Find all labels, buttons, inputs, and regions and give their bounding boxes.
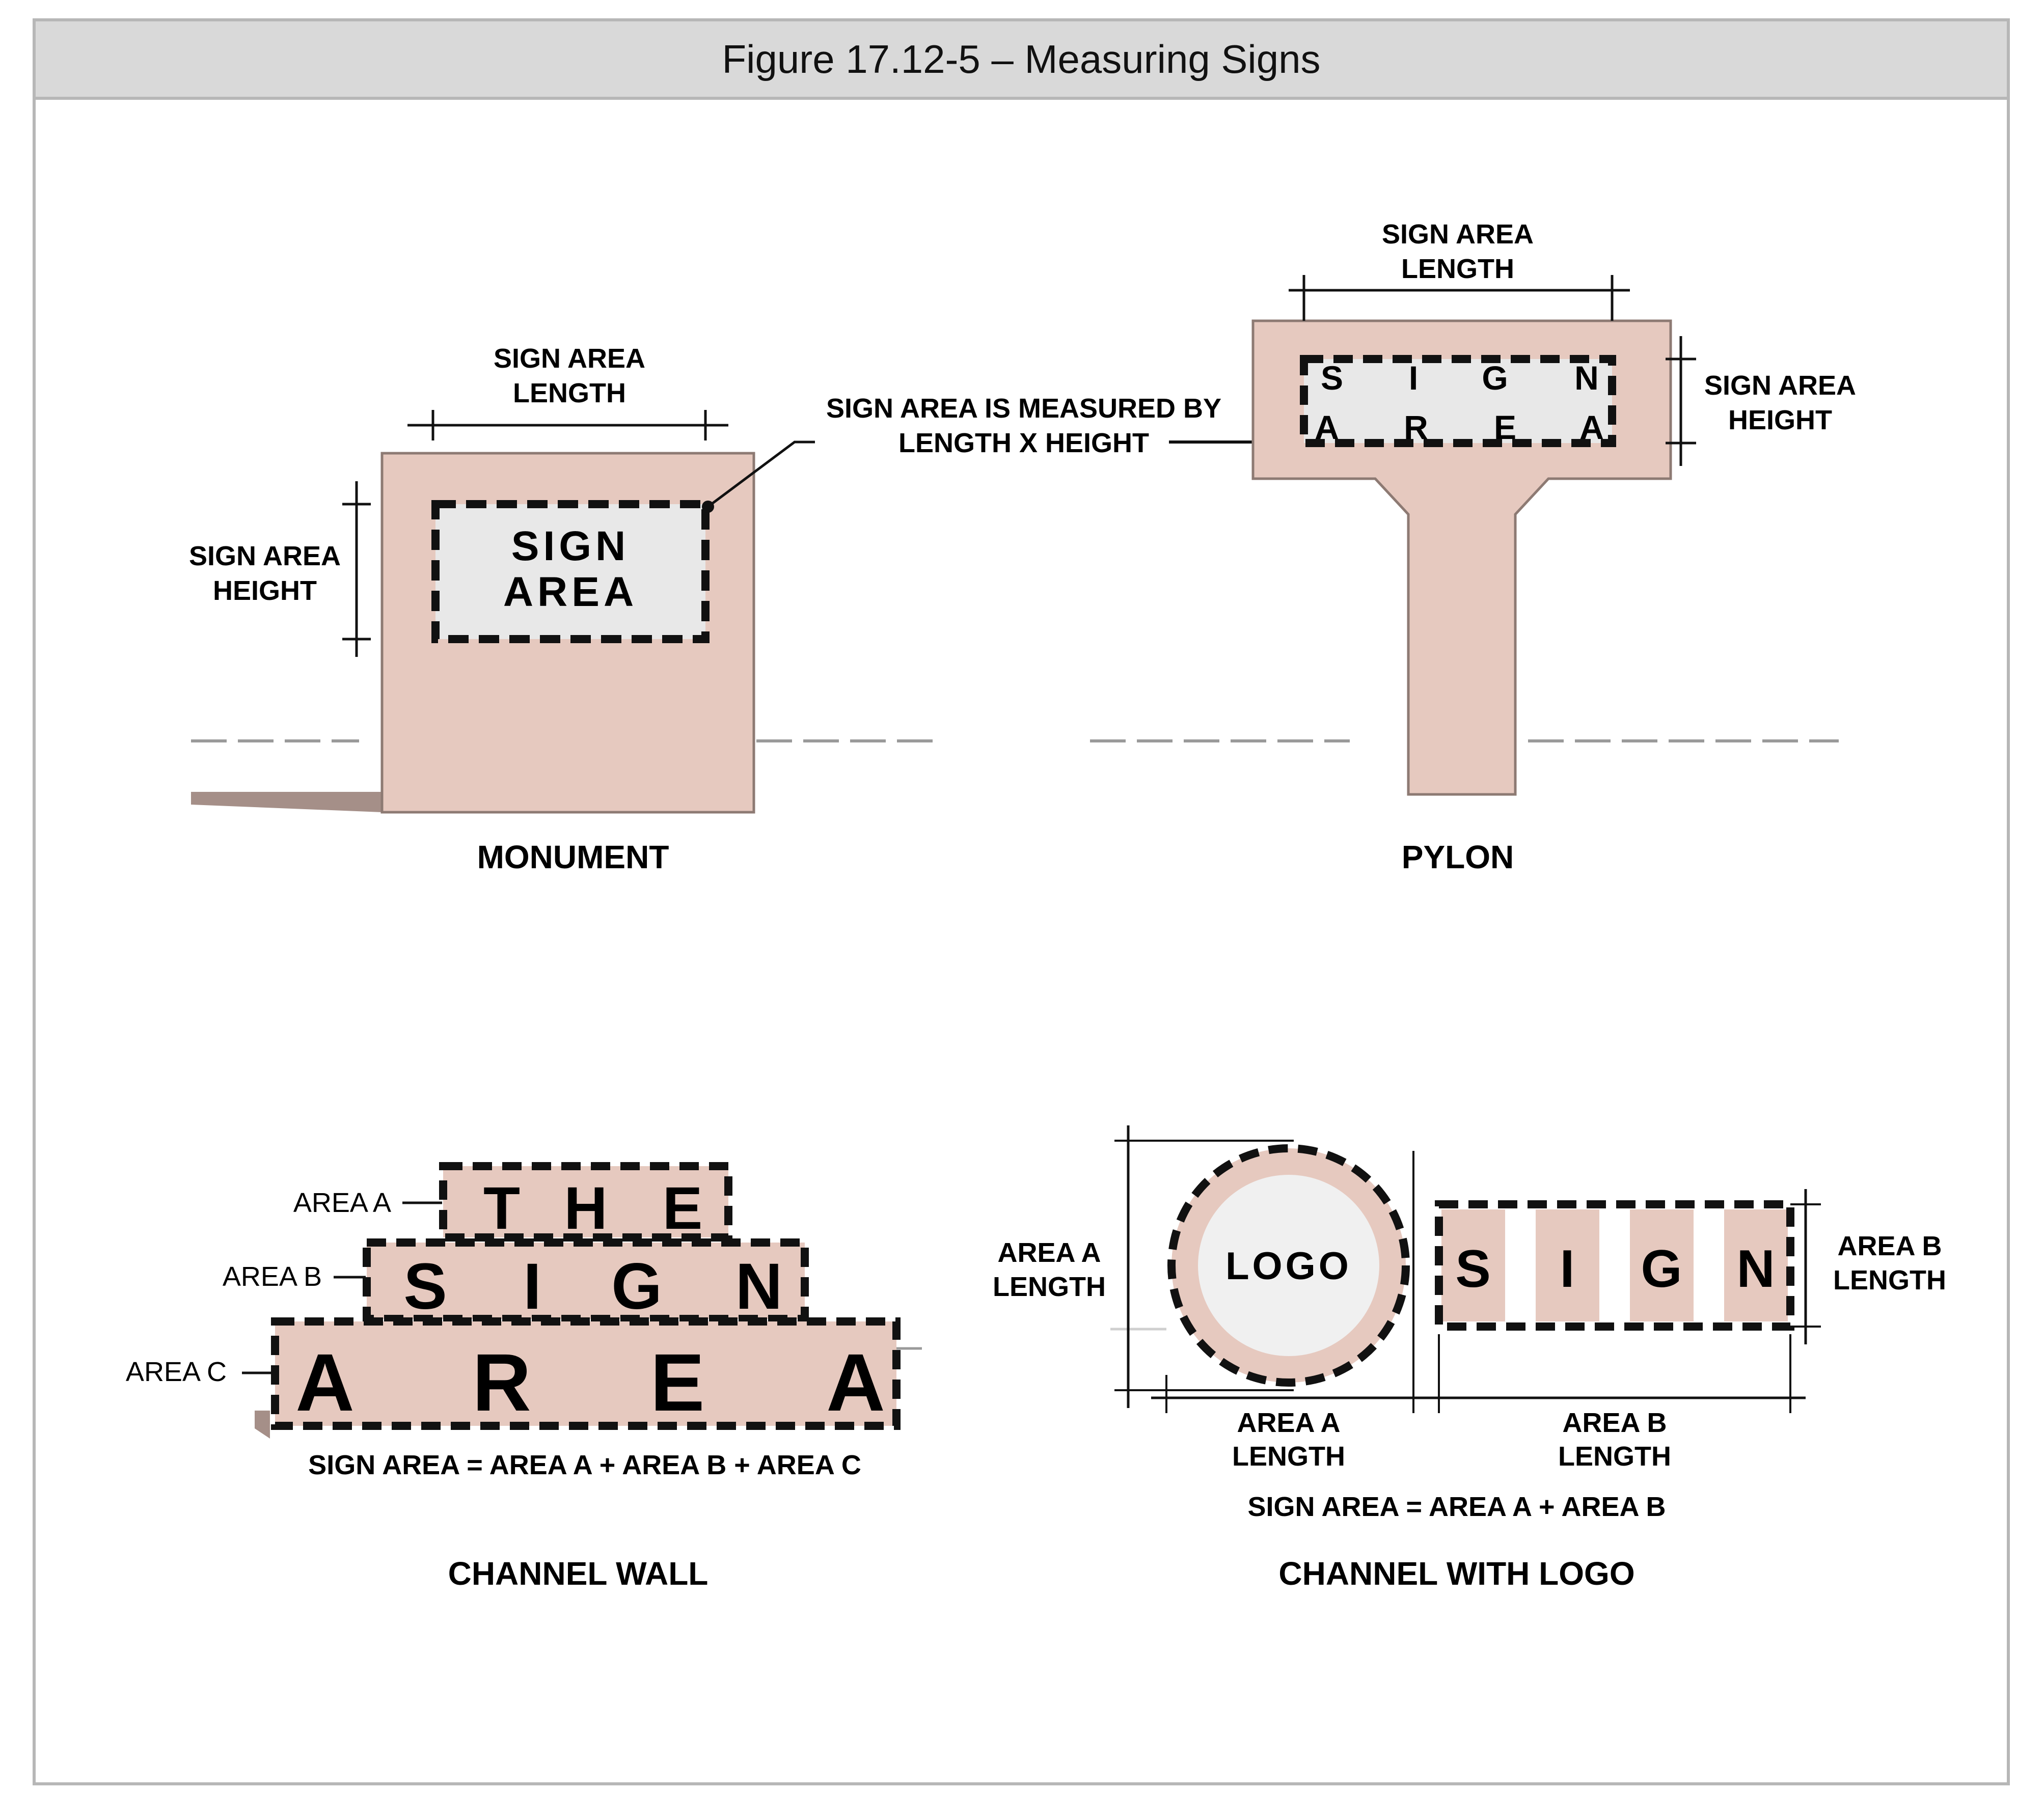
channel-wall-formula: SIGN AREA = AREA A + AREA B + AREA C	[308, 1450, 861, 1480]
figure-title: Figure 17.12-5 – Measuring Signs	[722, 36, 1321, 81]
channel-row-c-letter-2: R	[472, 1337, 531, 1428]
pylon-row1-letter-2: I	[1409, 359, 1418, 397]
logo-area-b-right-label-1: AREA B	[1837, 1231, 1942, 1261]
monument-caption: MONUMENT	[477, 839, 669, 875]
logo-letter-tile-2	[1536, 1209, 1599, 1321]
logo-area-b-right-label-2: LENGTH	[1833, 1265, 1946, 1295]
pylon-row2-letter-4: A	[1579, 408, 1604, 446]
logo-inner-circle	[1198, 1175, 1379, 1356]
channel-area-b-box	[363, 1238, 809, 1323]
pylon-row2-letter-1: A	[1315, 408, 1339, 446]
figure-frame	[33, 18, 2010, 1785]
callout-dot-left	[702, 501, 714, 513]
channel-area-c-box	[271, 1317, 901, 1430]
callout-line-1: SIGN AREA IS MEASURED BY	[826, 393, 1221, 424]
logo-area-a-bottom-label-1: AREA A	[1237, 1408, 1340, 1438]
monument-panel-line-2: AREA	[503, 569, 638, 615]
channel-row-b-letter-4: N	[735, 1250, 782, 1323]
channel-row-a-letter-1: T	[483, 1175, 520, 1242]
channel-row-b-letter-2: I	[523, 1250, 541, 1323]
monument-sign-area-box	[431, 500, 710, 643]
pylon-row1-letter-1: S	[1321, 359, 1343, 397]
channel-wall-caption: CHANNEL WALL	[448, 1555, 708, 1592]
monument-sign: SIGN AREA SIGN AREA LENGTH SIGN AREA HEI…	[189, 343, 937, 875]
channel-row-b-letter-1: S	[403, 1250, 447, 1323]
channel-row-b-letter-3: G	[611, 1250, 662, 1323]
logo-letter-tile-1	[1441, 1209, 1505, 1321]
channel-area-c-label: AREA C	[126, 1357, 227, 1387]
callout-leader-left	[707, 440, 815, 508]
monument-length-label-2: LENGTH	[513, 378, 626, 408]
logo-area-a-left-label-2: LENGTH	[993, 1272, 1106, 1302]
monument-panel-line-1: SIGN	[511, 523, 630, 569]
pylon-sign: S I G N A R E A SIGN AREA LENGTH SIGN AR…	[1090, 219, 1856, 875]
pylon-sign-area-box	[1300, 355, 1616, 447]
monument-height-label-2: HEIGHT	[213, 575, 317, 606]
logo-text: LOGO	[1225, 1245, 1352, 1288]
logo-area-a-bottom-label-2: LENGTH	[1232, 1441, 1345, 1472]
monument-shadow	[191, 792, 382, 812]
logo-area-b-bottom-label-1: AREA B	[1562, 1408, 1667, 1438]
pylon-row2-letter-2: R	[1404, 408, 1428, 446]
logo-letter-2: I	[1560, 1239, 1575, 1299]
pylon-row1-letter-3: G	[1482, 359, 1508, 397]
logo-letter-4: N	[1736, 1239, 1775, 1299]
monument-height-label-1: SIGN AREA	[189, 541, 341, 571]
channel-wall-shadow	[255, 1411, 270, 1439]
channel-row-a-letter-3: E	[663, 1175, 703, 1242]
logo-formula: SIGN AREA = AREA A + AREA B	[1247, 1492, 1666, 1522]
channel-row-c-letter-4: A	[826, 1337, 885, 1428]
channel-area-b-label: AREA B	[223, 1261, 322, 1292]
logo-letter-tile-4	[1724, 1209, 1788, 1321]
channel-row-c-letter-1: A	[295, 1337, 355, 1428]
logo-letter-tile-3	[1630, 1209, 1694, 1321]
logo-letter-1: S	[1455, 1239, 1490, 1299]
channel-row-c-letter-3: E	[650, 1337, 705, 1428]
logo-caption: CHANNEL WITH LOGO	[1278, 1555, 1634, 1592]
pylon-height-label-2: HEIGHT	[1728, 405, 1832, 435]
channel-row-a-letter-2: H	[564, 1175, 607, 1242]
logo-area-b-box	[1435, 1200, 1794, 1331]
pylon-caption: PYLON	[1402, 839, 1514, 875]
logo-area-b-bottom-label-2: LENGTH	[1558, 1441, 1671, 1472]
pylon-row1-letter-4: N	[1574, 359, 1599, 397]
pylon-length-label-1: SIGN AREA	[1382, 219, 1534, 250]
measurement-callout: SIGN AREA IS MEASURED BY LENGTH X HEIGHT	[702, 393, 1310, 513]
logo-area-a-left-label-1: AREA A	[997, 1237, 1101, 1268]
channel-area-a-label: AREA A	[293, 1188, 391, 1218]
pylon-length-label-2: LENGTH	[1401, 254, 1514, 284]
figure-title-bar: Figure 17.12-5 – Measuring Signs	[33, 18, 2010, 100]
monument-length-label-1: SIGN AREA	[494, 343, 645, 374]
pylon-row2-letter-3: E	[1494, 408, 1516, 446]
pylon-height-label-1: SIGN AREA	[1704, 370, 1856, 401]
logo-letter-3: G	[1641, 1239, 1682, 1299]
channel-logo-sign: LOGO S I G N AREA A LENGTH AREA A LENGTH…	[993, 1125, 1946, 1592]
channel-area-a-box	[439, 1162, 732, 1242]
channel-wall-sign: T H E S I G N A R E A AREA A AREA B AREA…	[126, 1162, 922, 1592]
callout-line-2: LENGTH X HEIGHT	[898, 428, 1149, 458]
